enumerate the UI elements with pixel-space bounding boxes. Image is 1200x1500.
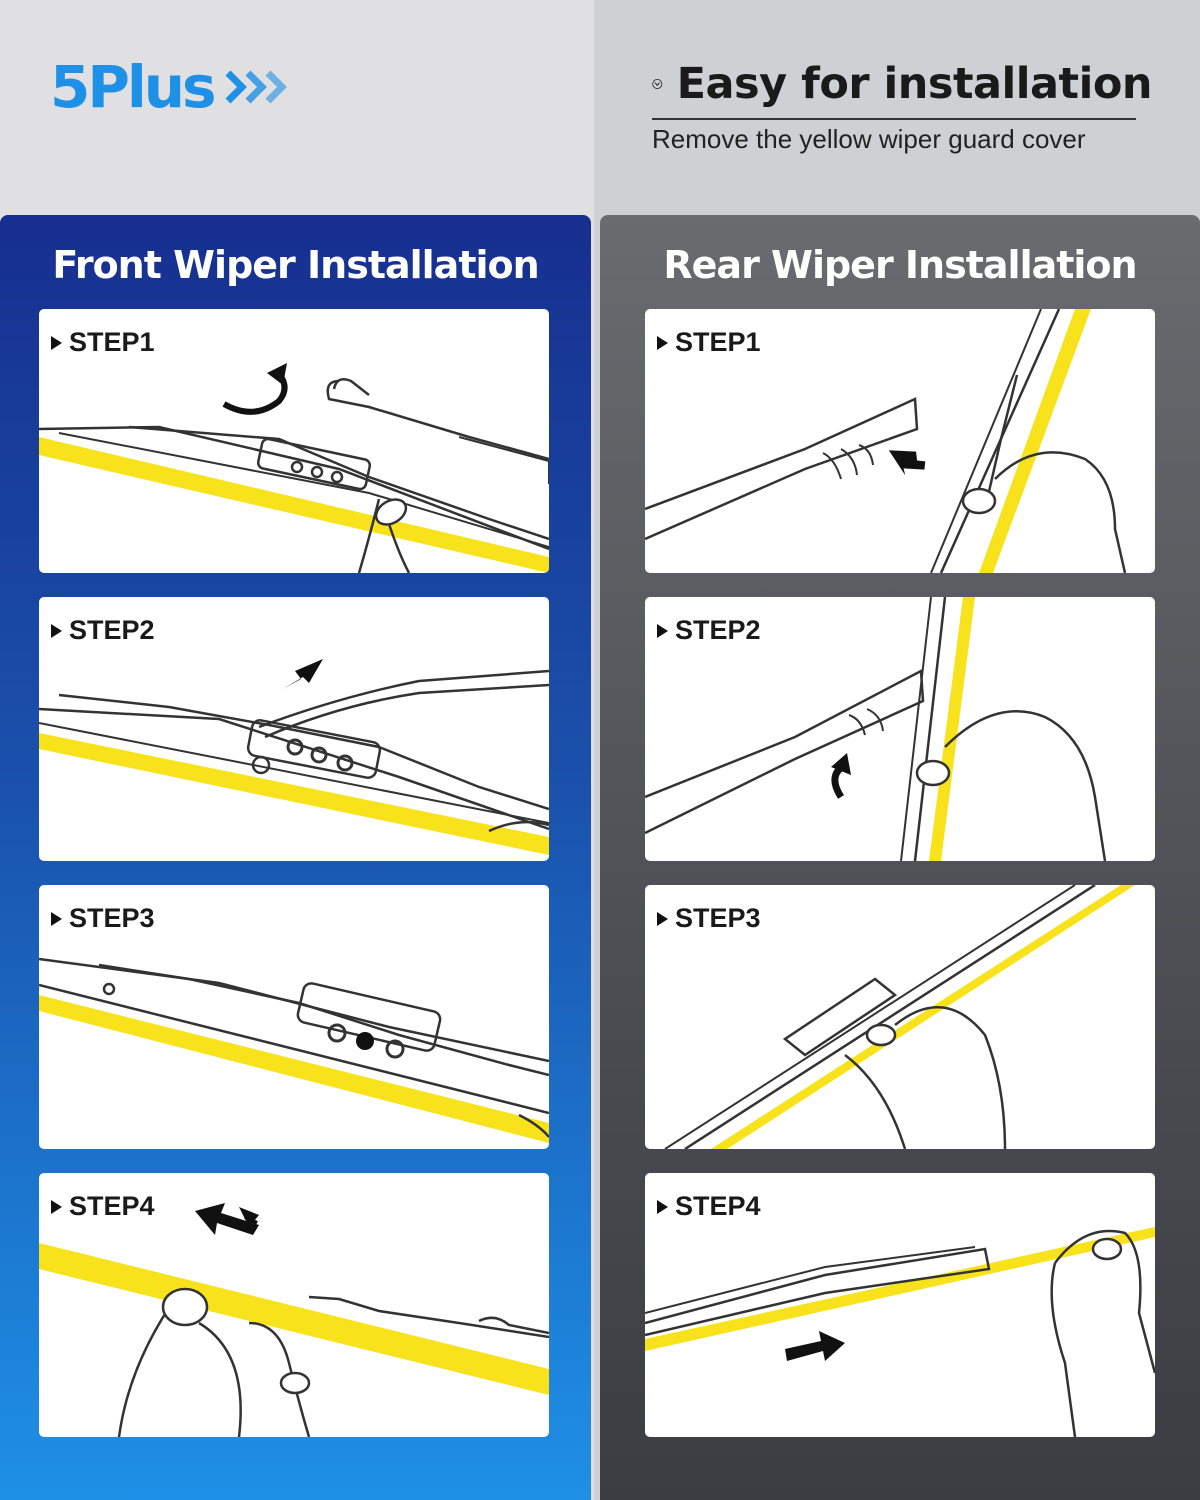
- rear-wiper-illustration: [645, 1227, 1155, 1437]
- front-step3-label: STEP3: [51, 903, 155, 934]
- brand-name: 5Plus: [50, 53, 217, 121]
- installation-title: Easy for installation: [676, 59, 1153, 109]
- installation-header: Easy for installation Remove the yellow …: [652, 56, 1153, 154]
- rear-wiper-illustration: [664, 885, 1135, 1149]
- triangle-right-icon: [51, 911, 62, 926]
- triangle-right-icon: [51, 335, 62, 350]
- triangle-right-icon: [657, 623, 668, 638]
- brand-logo: 5Plus: [50, 52, 294, 122]
- front-step3-card: STEP3: [39, 885, 549, 1149]
- triangle-right-icon: [51, 623, 62, 638]
- rear-wiper-illustration: [645, 597, 1107, 861]
- title-underline: [652, 118, 1136, 120]
- rear-step4-label: STEP4: [657, 1191, 761, 1222]
- wiper-blade-illustration: [39, 363, 549, 573]
- wiper-blade-illustration: [39, 1203, 549, 1437]
- front-step2-card: STEP2: [39, 597, 549, 861]
- front-step2-label: STEP2: [51, 615, 155, 646]
- triangle-right-icon: [657, 911, 668, 926]
- rear-step1-label: STEP1: [657, 327, 761, 358]
- wiper-blade-illustration: [39, 659, 549, 855]
- rear-step3-card: STEP3: [645, 885, 1155, 1149]
- wiper-blade-illustration: [39, 957, 549, 1143]
- front-step1-card: STEP1: [39, 309, 549, 573]
- installation-subtitle: Remove the yellow wiper guard cover: [652, 124, 1086, 154]
- rear-step3-label: STEP3: [657, 903, 761, 934]
- rear-panel-title: Rear Wiper Installation: [663, 243, 1137, 287]
- triangle-right-icon: [657, 335, 668, 350]
- rear-step2-label: STEP2: [657, 615, 761, 646]
- triangle-right-icon: [657, 1199, 668, 1214]
- front-panel-title: Front Wiper Installation: [52, 243, 539, 287]
- chevrons-right-icon: [225, 70, 287, 104]
- rear-step4-card: STEP4: [645, 1173, 1155, 1437]
- triangle-right-icon: [51, 1199, 62, 1214]
- front-step1-label: STEP1: [51, 327, 155, 358]
- front-step4-label: STEP4: [51, 1191, 155, 1222]
- front-wiper-panel: Front Wiper Installation STEP1: [0, 215, 591, 1500]
- front-step4-card: STEP4: [39, 1173, 549, 1437]
- check-circle-icon: [652, 79, 663, 89]
- rear-wiper-panel: Rear Wiper Installation STEP1: [600, 215, 1200, 1500]
- rear-step1-card: STEP1: [645, 309, 1155, 573]
- rear-step2-card: STEP2: [645, 597, 1155, 861]
- rear-wiper-illustration: [645, 309, 1127, 573]
